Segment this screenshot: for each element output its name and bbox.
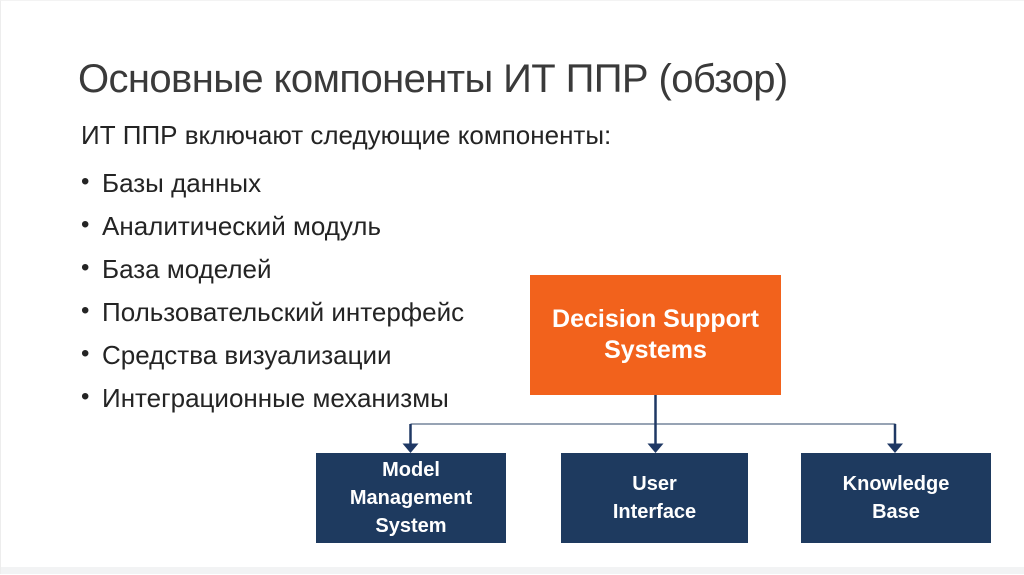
lead-text: ИТ ППР включают следующие компоненты:: [81, 120, 612, 150]
bullet-item: Пользовательский интерфейс: [81, 297, 464, 326]
bullet-item: Аналитический модуль: [81, 211, 464, 240]
arrowhead-right-icon: [887, 443, 903, 453]
diagram-node-user-interface: User Interface: [561, 453, 748, 543]
diagram-node-model-management-system: Model Management System: [316, 453, 506, 543]
diagram-node-decision-support-systems: Decision Support Systems: [530, 275, 781, 395]
bullet-item: Средства визуализации: [81, 340, 464, 369]
bullet-item: Базы данных: [81, 168, 464, 197]
diagram-node-knowledge-base: Knowledge Base: [801, 453, 991, 543]
bullet-item: Интеграционные механизмы: [81, 383, 464, 412]
slide-title: Основные компоненты ИТ ППР (обзор): [78, 57, 788, 101]
bullet-item: База моделей: [81, 254, 464, 283]
arrowhead-center-icon: [647, 443, 664, 453]
bullet-list: Базы данных Аналитический модуль База мо…: [81, 168, 464, 427]
arrowhead-left-icon: [402, 443, 419, 453]
viewer-bottom-strip: [1, 567, 1024, 574]
